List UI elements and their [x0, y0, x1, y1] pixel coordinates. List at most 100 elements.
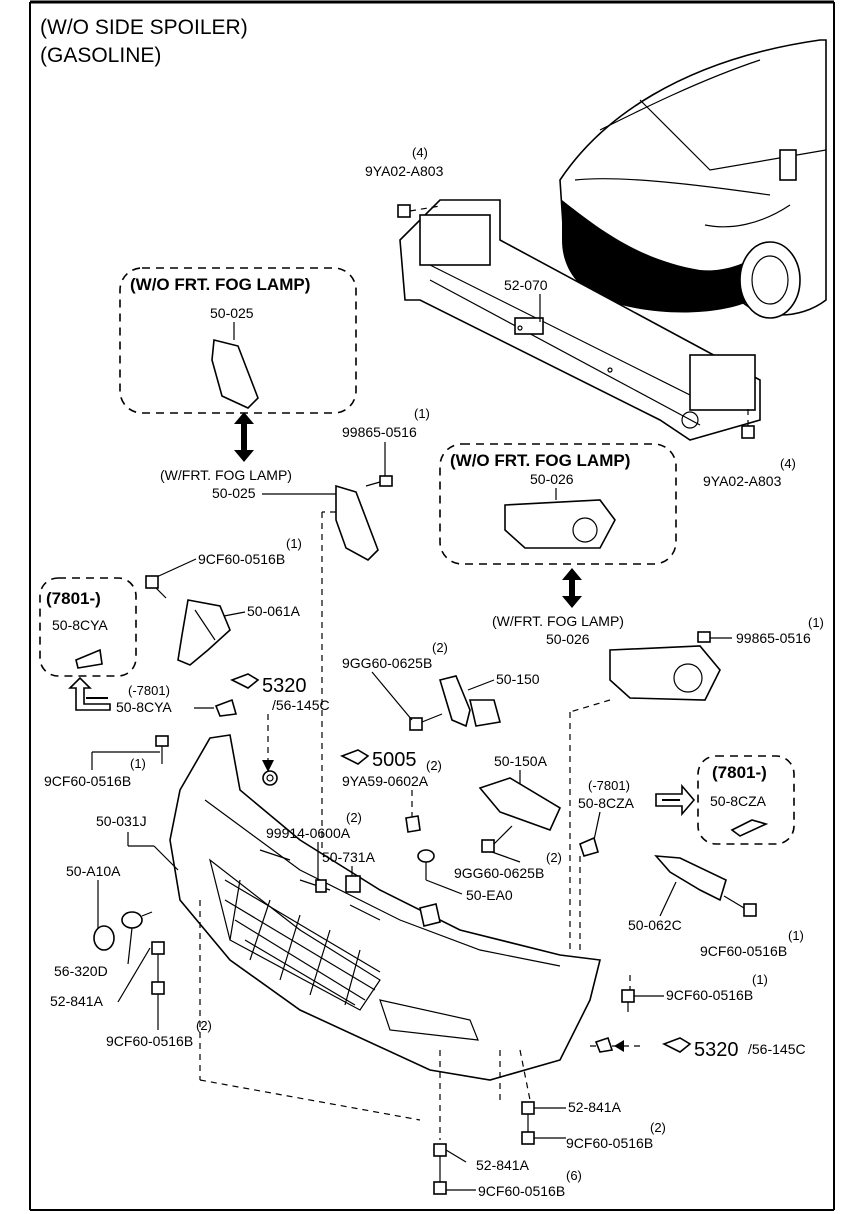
part-731a — [345, 875, 361, 893]
bracket-061a — [177, 599, 231, 666]
front-bumper — [169, 734, 601, 1081]
screw-right-qty: (1) — [808, 615, 824, 630]
screw-right-lower — [621, 989, 635, 1012]
screw-061 — [145, 575, 167, 599]
wfog-left-part: 50-025 — [212, 485, 256, 501]
bracket-062c — [654, 855, 727, 902]
cap-a10a — [93, 925, 115, 951]
fog-cover-right-box: (W/O FRT. FOG LAMP) 50-026 — [439, 443, 677, 565]
screw-cya-qty: (1) — [130, 756, 146, 771]
ref-5320-a — [230, 673, 260, 689]
ref-5320-a-label: 5320 — [262, 675, 307, 697]
screw-062c-label: 9CF60-0516B — [700, 943, 787, 959]
screw-right-lower-qty: (1) — [752, 972, 768, 987]
fog-cover-right-box-part: 50-026 — [530, 471, 574, 487]
arrow-up-left — [68, 676, 111, 711]
box-7801-left-title: (7801-) — [46, 589, 101, 608]
part-ea0-label: 50-EA0 — [466, 887, 513, 903]
screw-mid-qty: (2) — [650, 1120, 666, 1135]
ref-56-145c-a-label: /56-145C — [272, 697, 330, 713]
bolt-top-qty: (4) — [412, 145, 428, 160]
screw-right — [697, 631, 732, 643]
nut-841a-bottom — [433, 1143, 447, 1195]
screw-cya-label: 9CF60-0516B — [44, 773, 131, 789]
fog-cover-left-box-part: 50-025 — [210, 305, 254, 321]
ref-5320-b — [662, 1037, 692, 1053]
fastener-99914 — [315, 879, 327, 893]
screw-062c-qty: (1) — [788, 928, 804, 943]
fastener-99914-qty: (2) — [346, 810, 362, 825]
hook-320d-label: 56-320D — [54, 963, 108, 979]
nut-841a-bottom-label: 52-841A — [476, 1157, 530, 1173]
screw-061-label: 9CF60-0516B — [198, 551, 285, 567]
pin-ea0 — [417, 849, 435, 880]
screw-left — [365, 475, 393, 487]
ref-5320-b-label: 5320 — [694, 1039, 739, 1061]
bolt-150 — [409, 713, 443, 731]
fog-cover-left-box: (W/O FRT. FOG LAMP) 50-025 — [119, 267, 357, 414]
bumper-grille-mesh — [224, 879, 381, 1006]
nut-841a-left-label: 52-841A — [50, 993, 104, 1009]
ref-5005 — [340, 749, 370, 765]
bracket-150a — [478, 777, 562, 832]
tow-hook — [121, 911, 153, 929]
bracket-061a-label: 50-061A — [247, 603, 301, 619]
bumper-label: 50-031J — [96, 813, 147, 829]
bolt-top-label: 9YA02-A803 — [365, 163, 444, 179]
fog-cover-right-box-title: (W/O FRT. FOG LAMP) — [450, 451, 630, 470]
ref-56-145c-b-label: /56-145C — [748, 1041, 806, 1057]
screw-bottom-qty: (6) — [566, 1168, 582, 1183]
box-7801-right: (7801-) 50-8CZA — [697, 755, 795, 845]
bolt-right-label: 9YA02-A803 — [703, 473, 782, 489]
header-title: (W/O SIDE SPOILER) — [40, 16, 248, 39]
reinforcement-label: 52-070 — [504, 277, 548, 293]
bumper-reinforcement — [399, 199, 761, 441]
screw-left-label: 99865-0516 — [342, 424, 417, 440]
clip-cza — [579, 836, 599, 857]
bracket-062c-label: 50-062C — [628, 917, 682, 933]
screw-841-left-label: 9CF60-0516B — [106, 1033, 193, 1049]
screw-right-lower-label: 9CF60-0516B — [666, 987, 753, 1003]
cya-old-label: (-7801) — [128, 683, 170, 698]
screw-mid-label: 9CF60-0516B — [566, 1135, 653, 1151]
part-150-label: 50-150 — [496, 671, 540, 687]
bolt-150a-label: 9GG60-0625B — [454, 865, 544, 881]
screw-cya — [155, 735, 169, 764]
screw-left-qty: (1) — [414, 406, 430, 421]
clip-5320-b — [594, 1036, 614, 1053]
nut-841a-mid-label: 52-841A — [568, 1099, 622, 1115]
screw-right-label: 99865-0516 — [736, 630, 811, 646]
bolt-150-label: 9GG60-0625B — [342, 655, 432, 671]
fastener-99914-label: 99914-0600A — [266, 825, 351, 841]
wfog-right-cond: (W/FRT. FOG LAMP) — [492, 613, 624, 629]
screw-061-qty: (1) — [286, 536, 302, 551]
screw-bottom-label: 9CF60-0516B — [478, 1183, 565, 1199]
screw-062c — [723, 895, 757, 917]
box-7801-right-part: 50-8CZA — [710, 793, 767, 809]
bolt-150a-qty: (2) — [546, 850, 562, 865]
nut-841a-mid — [521, 1101, 535, 1145]
bolt-150-qty: (2) — [432, 640, 448, 655]
box-7801-left: (7801-) 50-8CYA — [39, 577, 137, 677]
arrow-right-cza — [655, 783, 696, 817]
box-7801-left-part: 50-8CYA — [52, 617, 108, 633]
bolt-right — [741, 405, 755, 439]
bolt-top — [397, 204, 441, 218]
fog-cover-left-box-title: (W/O FRT. FOG LAMP) — [130, 275, 310, 294]
double-arrow-left — [234, 412, 254, 462]
cza-old-label: (-7801) — [588, 778, 630, 793]
fog-cover-left — [335, 484, 379, 561]
part-731a-label: 50-731A — [322, 849, 376, 865]
car-front-view — [559, 39, 827, 319]
cap-a10a-label: 50-A10A — [66, 863, 121, 879]
cza-part-label: 50-8CZA — [578, 795, 635, 811]
bolt-150a — [481, 825, 513, 853]
header-subtitle: (GASOLINE) — [40, 44, 161, 67]
clip-label: 9YA59-0602A — [342, 773, 429, 789]
screw-841-left-qty: (2) — [196, 1018, 212, 1033]
clip-cya — [214, 698, 238, 717]
bracket-150 — [438, 675, 502, 728]
bolt-right-qty: (4) — [780, 456, 796, 471]
double-arrow-right — [562, 568, 582, 608]
